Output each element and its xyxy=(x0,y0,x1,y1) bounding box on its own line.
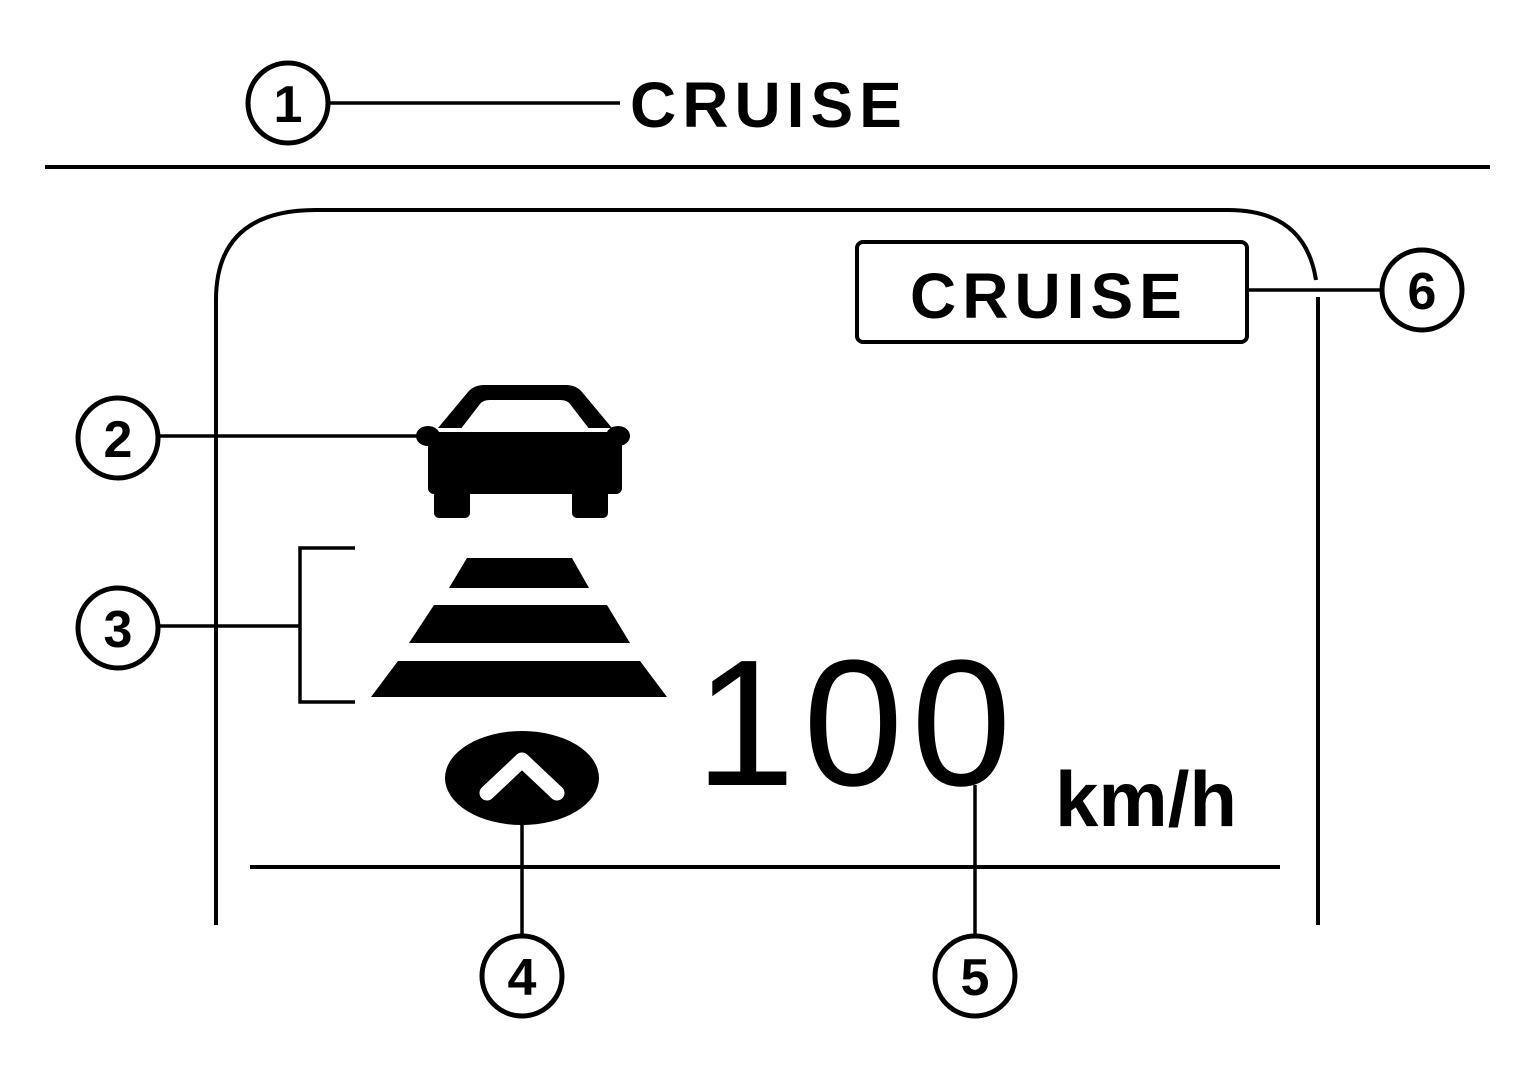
callout-5: 5 xyxy=(932,933,1018,1019)
svg-text:5: 5 xyxy=(961,949,990,1007)
distance-bar-3 xyxy=(371,661,667,697)
callout-1: 1 xyxy=(245,60,331,146)
set-speed-value: 100 xyxy=(695,623,1019,824)
cruise-mode-badge xyxy=(855,240,1249,344)
distance-bar-2 xyxy=(409,605,630,643)
svg-text:3: 3 xyxy=(104,601,133,659)
following-distance-bars-icon xyxy=(371,558,667,697)
chevron-up-icon xyxy=(445,731,599,825)
display-frame xyxy=(214,208,1318,925)
svg-text:6: 6 xyxy=(1408,263,1437,321)
svg-text:1: 1 xyxy=(274,76,303,134)
callout-4: 4 xyxy=(479,933,565,1019)
callout-6: 6 xyxy=(1379,247,1465,333)
callout-3: 3 xyxy=(75,585,161,671)
svg-text:2: 2 xyxy=(104,411,133,469)
svg-text:4: 4 xyxy=(508,949,537,1007)
callout-2: 2 xyxy=(75,395,161,481)
cruise-mode-badge-label: CRUISE xyxy=(910,260,1188,332)
distance-bar-1 xyxy=(449,558,589,588)
top-cruise-label: CRUISE xyxy=(630,69,908,141)
distance-bars-bracket xyxy=(298,546,355,704)
car-front-icon xyxy=(416,385,630,518)
speed-unit: km/h xyxy=(1055,755,1237,843)
